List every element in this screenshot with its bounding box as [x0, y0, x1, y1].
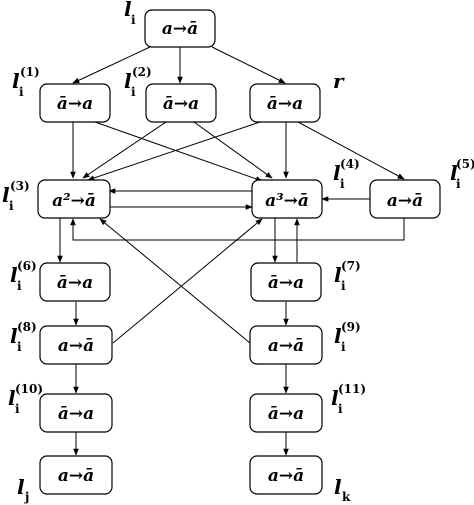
nodes: a→ā ā→a ā→a ā→a a²→ā a³→ā a→ā ā→a	[37, 9, 441, 495]
node-n2: ā→a	[145, 83, 217, 123]
node-nk: a→ā	[249, 455, 323, 495]
node-top: a→ā	[144, 9, 216, 48]
svg-text:i: i	[9, 199, 14, 213]
svg-text:l: l	[8, 386, 16, 410]
label-li9: l i (9)	[334, 320, 361, 354]
svg-text:(6): (6)	[17, 259, 37, 273]
svg-text:l: l	[450, 161, 458, 185]
edge-n5-to-n3	[70, 218, 405, 241]
edge-top-to-nr	[211, 46, 286, 84]
edge-n8-to-n4	[112, 218, 263, 344]
svg-text:(1): (1)	[20, 65, 40, 79]
node-n11-label: ā→a	[268, 404, 304, 424]
svg-text:l: l	[10, 324, 18, 348]
svg-text:(5): (5)	[456, 157, 474, 171]
label-r: r	[333, 69, 345, 93]
svg-text:l: l	[124, 0, 132, 21]
svg-text:l: l	[12, 69, 20, 93]
svg-text:(10): (10)	[15, 382, 43, 396]
svg-text:r: r	[333, 69, 345, 93]
svg-text:i: i	[15, 402, 20, 416]
node-n1: ā→a	[39, 83, 111, 123]
svg-text:i: i	[341, 340, 346, 354]
svg-text:i: i	[17, 340, 22, 354]
node-n4-label: a³→ā	[265, 191, 309, 211]
svg-text:l: l	[124, 69, 132, 93]
label-li3: l i (3)	[2, 179, 30, 213]
svg-text:i: i	[338, 402, 343, 416]
svg-text:i: i	[341, 279, 346, 293]
node-n5: a→ā	[369, 179, 441, 219]
node-n6-label: ā→a	[57, 273, 93, 293]
svg-text:l: l	[334, 475, 342, 499]
node-nr: ā→a	[249, 83, 321, 123]
node-n6: ā→a	[39, 262, 111, 302]
svg-text:i: i	[131, 85, 136, 99]
svg-text:i: i	[456, 177, 461, 191]
label-li7: l i (7)	[334, 259, 361, 293]
label-lk: l k	[334, 475, 351, 504]
node-nr-label: ā→a	[267, 94, 303, 114]
node-n8-label: a→ā	[58, 336, 94, 356]
svg-text:k: k	[342, 490, 351, 504]
svg-text:l: l	[10, 263, 18, 287]
svg-text:i: i	[19, 85, 24, 99]
node-n10-label: ā→a	[58, 404, 94, 424]
edges	[57, 46, 405, 456]
node-n9-label: a→ā	[268, 336, 304, 356]
svg-text:i: i	[131, 13, 136, 27]
svg-text:(3): (3)	[10, 179, 30, 193]
label-li11: l i (11)	[331, 382, 366, 416]
node-nk-label: a→ā	[268, 466, 304, 486]
label-li2: l i (2)	[124, 65, 152, 99]
svg-text:l: l	[334, 324, 342, 348]
edge-n2-to-n3	[82, 121, 167, 179]
label-li6: l i (6)	[10, 259, 37, 293]
label-li1: l i (1)	[12, 65, 40, 99]
label-li4: l i (4)	[333, 157, 360, 191]
label-lj: l j	[17, 475, 29, 504]
node-n2-label: ā→a	[163, 94, 199, 114]
svg-text:l: l	[333, 161, 341, 185]
node-n1-label: ā→a	[57, 94, 93, 114]
svg-text:(2): (2)	[132, 65, 152, 79]
node-n7: ā→a	[250, 262, 322, 302]
svg-text:i: i	[17, 279, 22, 293]
node-nj: a→ā	[39, 455, 113, 495]
edge-nr-to-n3	[87, 121, 261, 181]
edge-nr-to-n5	[297, 121, 405, 180]
svg-text:j: j	[24, 490, 29, 504]
svg-text:l: l	[17, 475, 25, 499]
label-li10: l i (10)	[8, 382, 43, 416]
svg-text:(11): (11)	[338, 382, 366, 396]
node-nj-label: a→ā	[58, 466, 94, 486]
edge-n1-to-n4	[94, 121, 263, 182]
node-n8: a→ā	[39, 325, 113, 365]
node-n9: a→ā	[249, 325, 323, 365]
node-n3: a²→ā	[37, 179, 111, 219]
edge-top-to-n1	[72, 46, 151, 84]
node-n7-label: ā→a	[268, 273, 304, 293]
svg-text:(7): (7)	[341, 259, 361, 273]
node-top-label: a→ā	[162, 19, 198, 39]
edge-n2-to-n4	[193, 121, 273, 179]
node-n10: ā→a	[39, 393, 113, 433]
label-li8: l i (8)	[10, 320, 37, 354]
edge-n9-to-n3	[99, 218, 251, 344]
node-n4: a³→ā	[251, 179, 323, 219]
node-n5-label: a→ā	[387, 191, 423, 211]
svg-text:l: l	[2, 183, 10, 207]
svg-text:(8): (8)	[17, 320, 37, 334]
svg-text:(9): (9)	[341, 320, 361, 334]
svg-text:i: i	[340, 177, 345, 191]
svg-text:l: l	[331, 386, 339, 410]
svg-text:l: l	[334, 263, 342, 287]
node-n3-label: a²→ā	[52, 191, 96, 211]
label-li5: l i (5)	[450, 157, 474, 191]
node-n11: ā→a	[249, 393, 323, 433]
label-li: l i	[124, 0, 136, 27]
svg-text:(4): (4)	[340, 157, 360, 171]
